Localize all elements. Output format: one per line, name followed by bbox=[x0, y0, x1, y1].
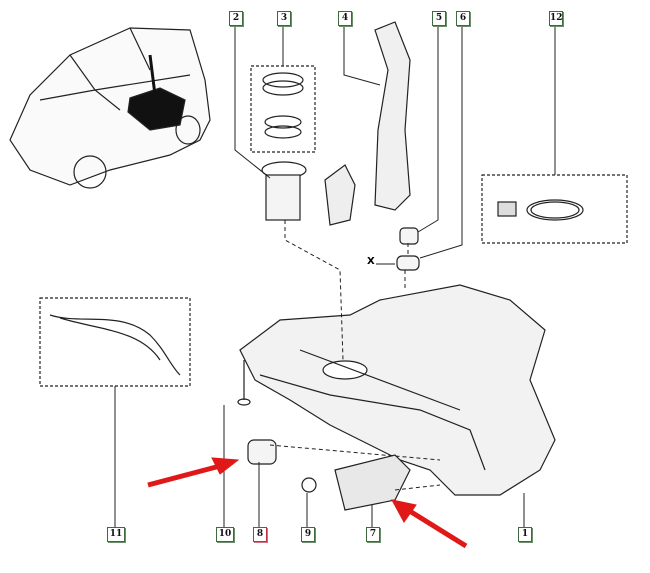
callout-11: 11 bbox=[107, 527, 125, 542]
callout-6: 6 bbox=[456, 11, 470, 26]
dimension-x-label: X bbox=[367, 256, 375, 267]
red-arrow-filter bbox=[147, 463, 221, 488]
callout-3: 3 bbox=[277, 11, 291, 26]
callout-9: 9 bbox=[301, 527, 315, 542]
callout-5: 5 bbox=[432, 11, 446, 26]
callout-10: 10 bbox=[216, 527, 234, 542]
filler-neck bbox=[374, 21, 411, 211]
callout-1: 1 bbox=[518, 527, 532, 542]
callout-8: 8 bbox=[253, 527, 267, 542]
callout-2: 2 bbox=[229, 11, 243, 26]
callout-12: 12 bbox=[549, 11, 563, 26]
fuel-tank bbox=[239, 284, 556, 496]
canister bbox=[334, 454, 411, 511]
fuel-filter bbox=[247, 439, 277, 465]
red-arrow-canister bbox=[406, 507, 468, 549]
fuel-pump bbox=[261, 161, 356, 226]
callout-7: 7 bbox=[366, 527, 380, 542]
car-illustration bbox=[9, 27, 211, 189]
callout-4: 4 bbox=[338, 11, 352, 26]
part-3-box bbox=[250, 65, 316, 153]
part-11-box bbox=[39, 297, 191, 387]
